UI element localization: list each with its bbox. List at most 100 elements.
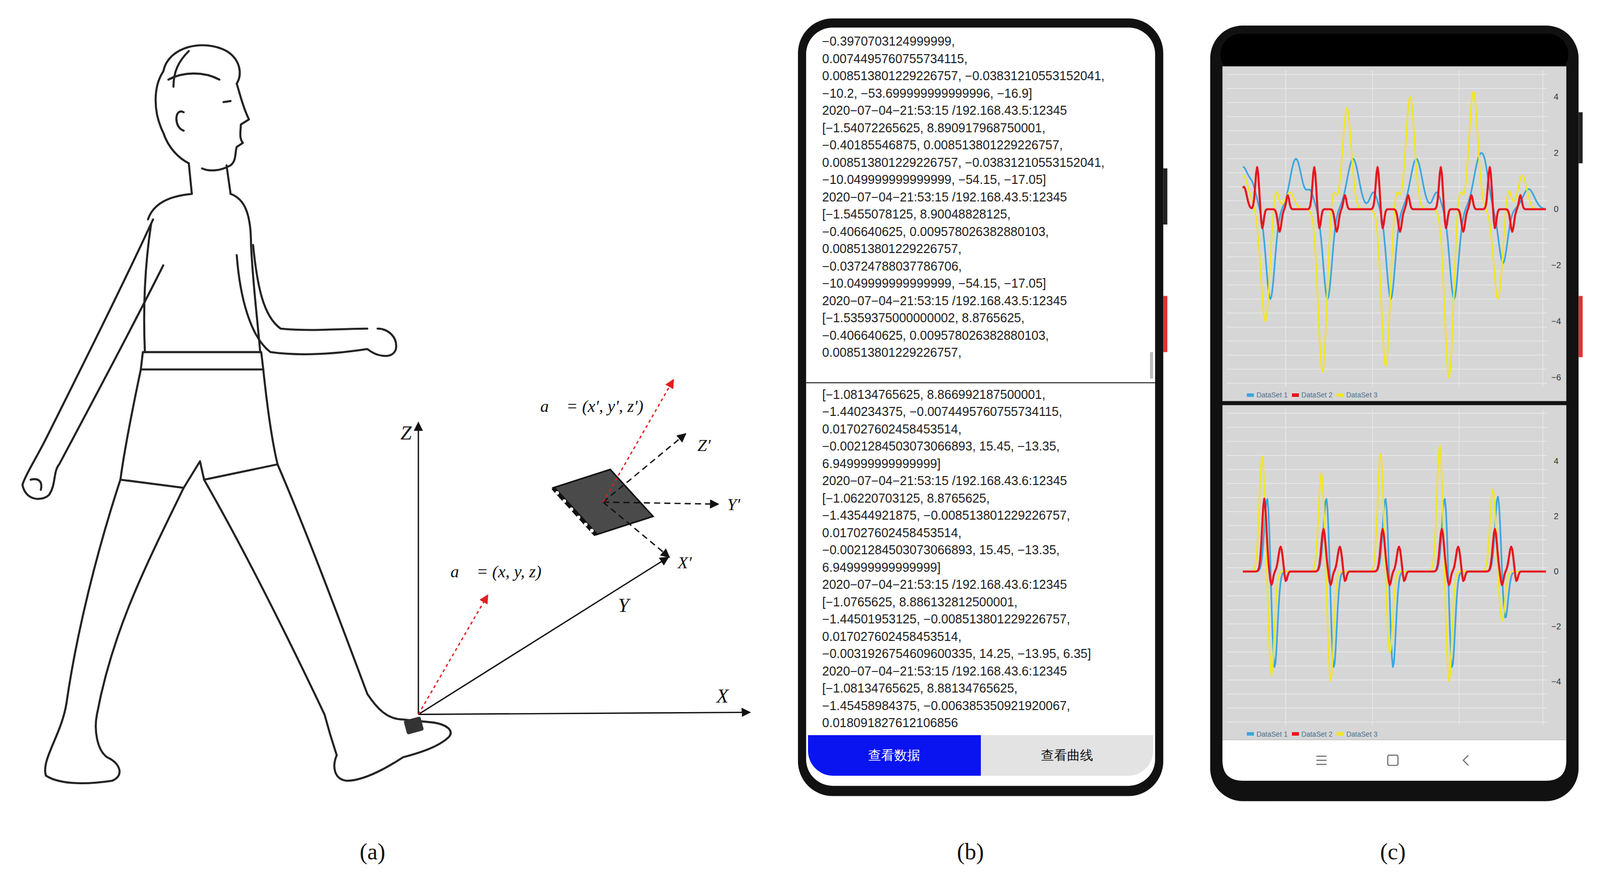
sensor-axes [603,433,719,558]
walking-person [30,478,42,490]
axis-label: X [716,684,729,708]
walking-person [173,51,189,87]
log-line: 0.008513801229226757, −0.038312105531520… [822,153,1105,172]
grid-line [1285,409,1286,726]
panel-caption: (c) [1380,838,1406,866]
chart-waveforms [1242,445,1546,681]
grid-line [1226,158,1547,159]
sensor-board [553,487,597,535]
log-line: −10.049999999999999, −54.15, −17.05] [822,170,1046,189]
grid-line [1226,482,1547,484]
legend-text: DataSet 2 [1301,390,1333,399]
grid-line [1226,144,1547,145]
panel-caption: (b) [956,838,984,866]
log-line: 0.017027602458453514, [822,420,962,438]
coordinate-axes [418,557,669,715]
phone-frame [1210,25,1583,802]
log-line: −1.43544921875, −0.008513801229226757, [822,506,1071,524]
grid-line [1226,116,1547,117]
grid-line [1226,651,1547,652]
walking-person [45,479,184,783]
log-line: 0.017027602458453514, [822,627,962,646]
sensor-board [576,515,581,519]
legend-entry: DataSet 1 [1246,729,1288,738]
acceleration-vector [418,594,488,714]
legend-entry: DataSet 3 [1336,390,1378,399]
grid-line [1226,412,1547,414]
walking-person [144,224,152,353]
sensor [403,715,425,735]
grid-line [1226,679,1547,680]
log-line: −0.40185546875, 0.008513801229226757, [822,136,1063,154]
sensor-axes [603,501,670,558]
grid-line [1226,88,1547,89]
legend-entry: DataSet 2 [1291,729,1333,738]
axis-label: Y [617,593,629,617]
walking-person [140,352,263,370]
log-line: −1.440234375, −0.0074495760755734115, [822,402,1062,421]
log-line: [−1.0765625, 8.886132812500001, [822,593,1018,611]
grid-line [1226,426,1547,428]
tick-label: −6 [1551,372,1561,383]
walking-person [236,254,397,356]
vector-label: a⃗ = (x′, y′, z′) [540,396,644,416]
grid-line [1226,539,1547,540]
tick-label: 4 [1553,92,1559,103]
grid-line [1458,70,1460,387]
log-line: 0.008513801229226757, [822,239,962,258]
legend-swatch [1246,731,1254,736]
sensor-axes [603,433,686,502]
walking-person [176,111,184,131]
walking-person [22,45,451,783]
grid-line [1226,707,1547,708]
sensor-axes [603,501,719,504]
log-line: 2020−07−04−21:53:15 /192.168.43.6:12345 [822,471,1068,490]
grid-line [1226,326,1547,328]
axis-label: X′ [677,552,692,573]
log-line: −0.0031926754609600335, 14.25, −13.95, 6… [822,644,1092,663]
tick-label: 0 [1553,566,1559,577]
log-line: −1.44501953125, −0.008513801229226757, [822,610,1071,628]
grid-line [1226,340,1547,342]
sensor-board [590,528,594,532]
phone-frame [1222,739,1566,780]
vector-label: a⃗ = (x, y, z) [450,561,542,582]
log-line: 0.008513801229226757, −0.038312105531520… [822,67,1105,85]
tick-label: −4 [1551,316,1561,327]
phone-frame [1163,168,1168,225]
grid-line [1458,409,1460,726]
legend-swatch [1336,731,1344,736]
grid-line [1226,172,1547,173]
log-line: [−1.08134765625, 8.866992187500001, [822,385,1046,404]
coordinate-axes [418,422,750,714]
log-line: −0.0021284503073066893, 15.45, −13.35, [822,437,1060,455]
phone-frame [1210,25,1579,802]
axis-label: Z [400,421,412,445]
grid-line [1226,130,1547,131]
phone-frame [1163,296,1168,353]
log-line: [−1.5455078125, 8.90048828125, [822,205,1011,223]
tick-label: 4 [1553,456,1559,467]
grid-line [1226,74,1547,75]
grid-line [1226,186,1547,187]
grid-line [1226,440,1547,442]
log-panel: −0.3970703124999999,0.007449576075573411… [808,30,1154,383]
sensor-board [562,498,567,503]
panel-caption: (a) [359,838,386,866]
log-line: −0.03724788037786706, [822,257,962,276]
chart-waveforms [1242,91,1546,378]
tick-label: −4 [1551,676,1561,687]
walking-person [223,101,231,103]
grid-line [1226,102,1547,103]
grid-line [1226,721,1547,722]
nav-icons [1463,754,1469,765]
log-line: [−1.54072265625, 8.890917968750001, [822,119,1046,137]
log-line: 2020−07−04−21:53:15 /192.168.43.6:12345 [822,575,1068,594]
chart-grid [1226,70,1547,726]
walking-person [252,244,368,331]
grid-line [1226,382,1547,384]
log-line: 2020−07−04−21:53:15 /192.168.43.5:12345 [822,188,1068,206]
legend-text: DataSet 2 [1301,729,1333,738]
